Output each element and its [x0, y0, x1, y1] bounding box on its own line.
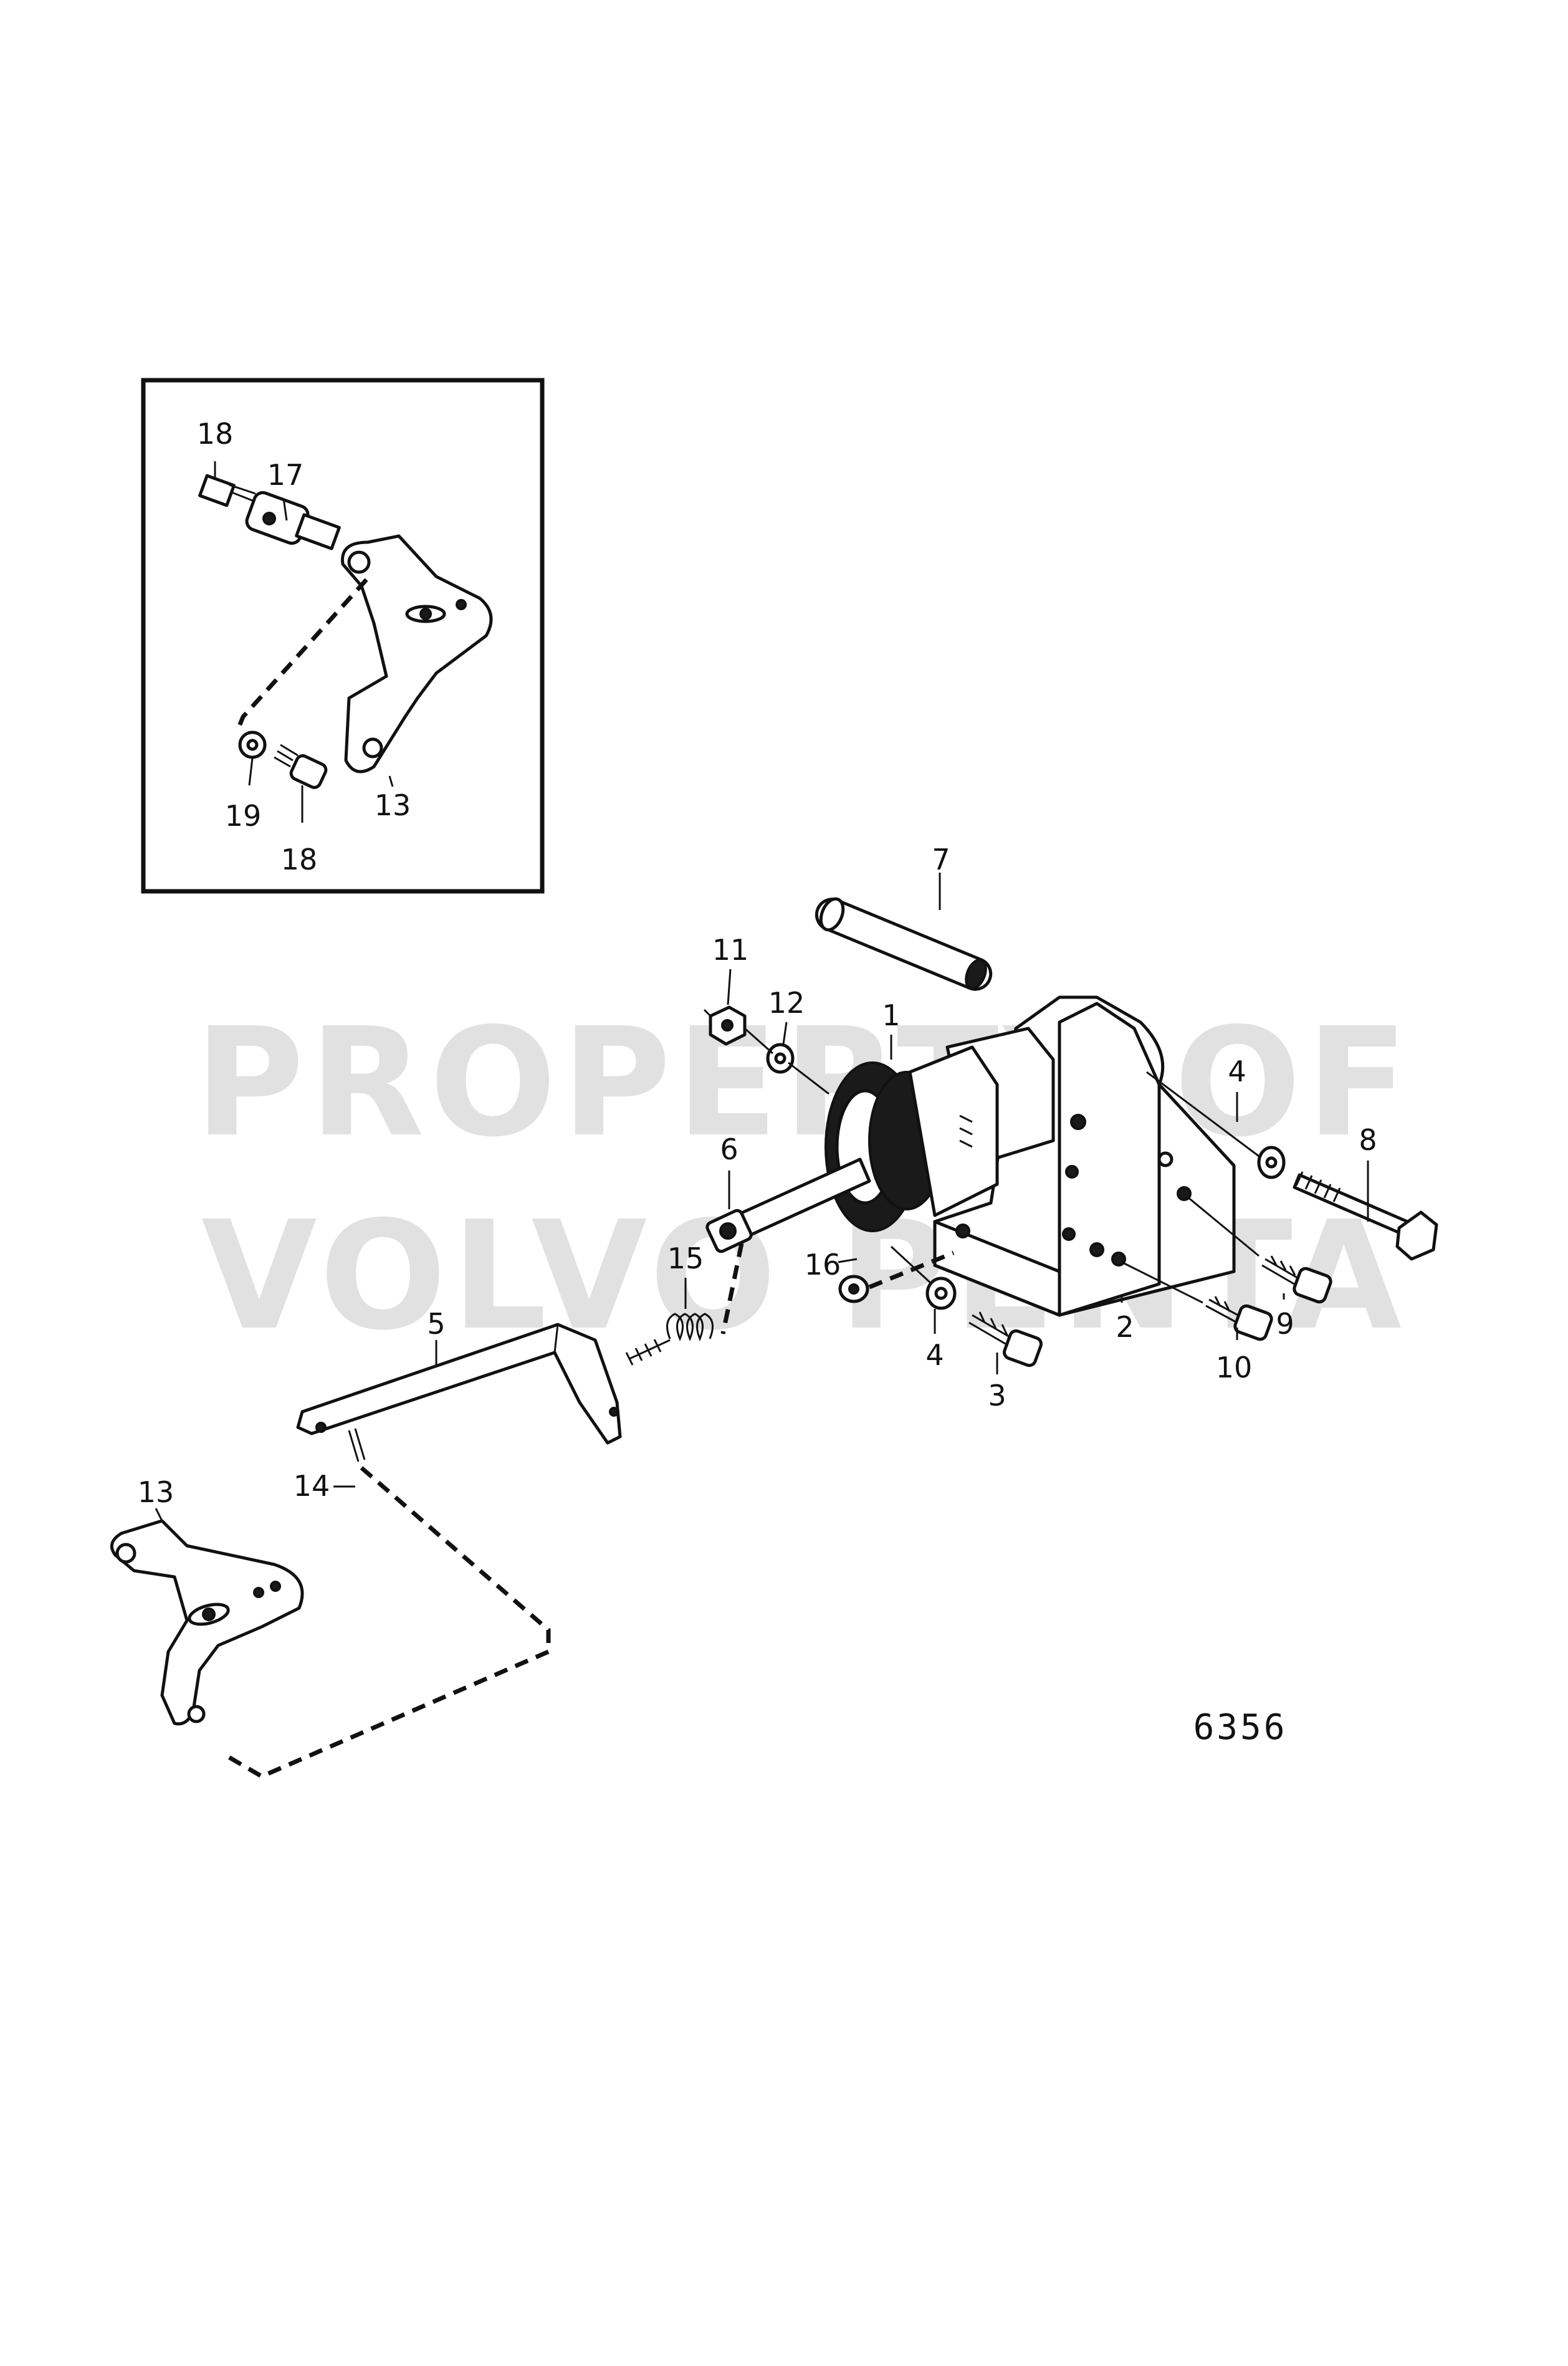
- label-4-upper: 4: [1228, 1055, 1246, 1088]
- label-10: 10: [1216, 1351, 1253, 1384]
- label-14: 14: [294, 1469, 330, 1503]
- bolt-8: [1293, 1171, 1438, 1261]
- label-1: 1: [882, 999, 900, 1032]
- leader-11: [727, 969, 732, 1005]
- label-13-main: 13: [138, 1475, 174, 1509]
- label-4-lower: 4: [925, 1338, 944, 1372]
- washer-4-lower: [925, 1276, 957, 1310]
- bolt-9: [1261, 1255, 1332, 1304]
- actuator-pulley-1: [825, 1045, 999, 1232]
- label-6: 6: [720, 1133, 738, 1166]
- inset-bracket-13: [341, 534, 493, 774]
- inset-screw-18-top: [198, 474, 256, 507]
- lever-assembly-line-upper: [360, 1466, 551, 1649]
- label-13-inset: 13: [375, 788, 411, 822]
- inset-rod-end-17: [245, 491, 341, 550]
- label-11: 11: [712, 933, 749, 967]
- shaft-6: [705, 1157, 871, 1253]
- inset-assembly-line: [234, 578, 368, 734]
- label-12: 12: [768, 986, 805, 1020]
- leader-19: [248, 757, 254, 786]
- label-15: 15: [667, 1242, 704, 1275]
- leader-17: [282, 498, 288, 521]
- label-8: 8: [1359, 1123, 1377, 1157]
- label-5: 5: [427, 1307, 445, 1341]
- leader-12: [782, 1022, 788, 1045]
- lever-5: [296, 1323, 622, 1445]
- label-3: 3: [988, 1379, 1006, 1412]
- bushing-assembly-line: [868, 1250, 955, 1290]
- nut-washer-axis: [703, 1008, 829, 1095]
- spring-assembly-line: [720, 1243, 744, 1334]
- inset-washer-19: [238, 730, 267, 759]
- cotter-pin-14: [348, 1428, 366, 1462]
- leader-13-inset: [388, 775, 394, 787]
- main-assembly: 7 11 12 1 4 8 6 16 15 2 9 10 4 3 5 14 13: [110, 843, 1438, 1779]
- bushing-16: [838, 1275, 869, 1303]
- label-2: 2: [1116, 1310, 1134, 1344]
- bolt-10: [1205, 1296, 1273, 1341]
- washer-12: [766, 1043, 795, 1074]
- bolt-8-axis: [1146, 1071, 1260, 1157]
- bolt-3: [968, 1311, 1043, 1367]
- inset-frame: [141, 378, 545, 894]
- label-9: 9: [1276, 1307, 1294, 1341]
- label-17: 17: [267, 458, 304, 492]
- inset-detail: 18 17 19 18 13: [141, 378, 545, 894]
- label-7: 7: [932, 843, 950, 876]
- lever-assembly-line-lower: [223, 1649, 550, 1779]
- label-18-top: 18: [197, 417, 234, 451]
- label-16: 16: [805, 1248, 841, 1281]
- nut-11: [709, 1005, 747, 1046]
- label-19: 19: [225, 799, 262, 833]
- leader-13-main: [155, 1508, 163, 1521]
- bolt-10-axis: [1121, 1261, 1203, 1304]
- label-18-bottom: 18: [281, 843, 318, 876]
- bolt-9-axis: [1187, 1195, 1260, 1257]
- bracket-13-main: [110, 1519, 304, 1726]
- leader-16: [838, 1258, 858, 1263]
- inset-bolt-18-bottom: [274, 744, 328, 789]
- washer-4-upper: [1257, 1146, 1286, 1179]
- washer-4-lower-axis: [890, 1245, 933, 1285]
- spacer-tube-7: [815, 897, 993, 991]
- drawing-number: 6356: [1193, 1707, 1288, 1748]
- spring-15: [625, 1313, 714, 1366]
